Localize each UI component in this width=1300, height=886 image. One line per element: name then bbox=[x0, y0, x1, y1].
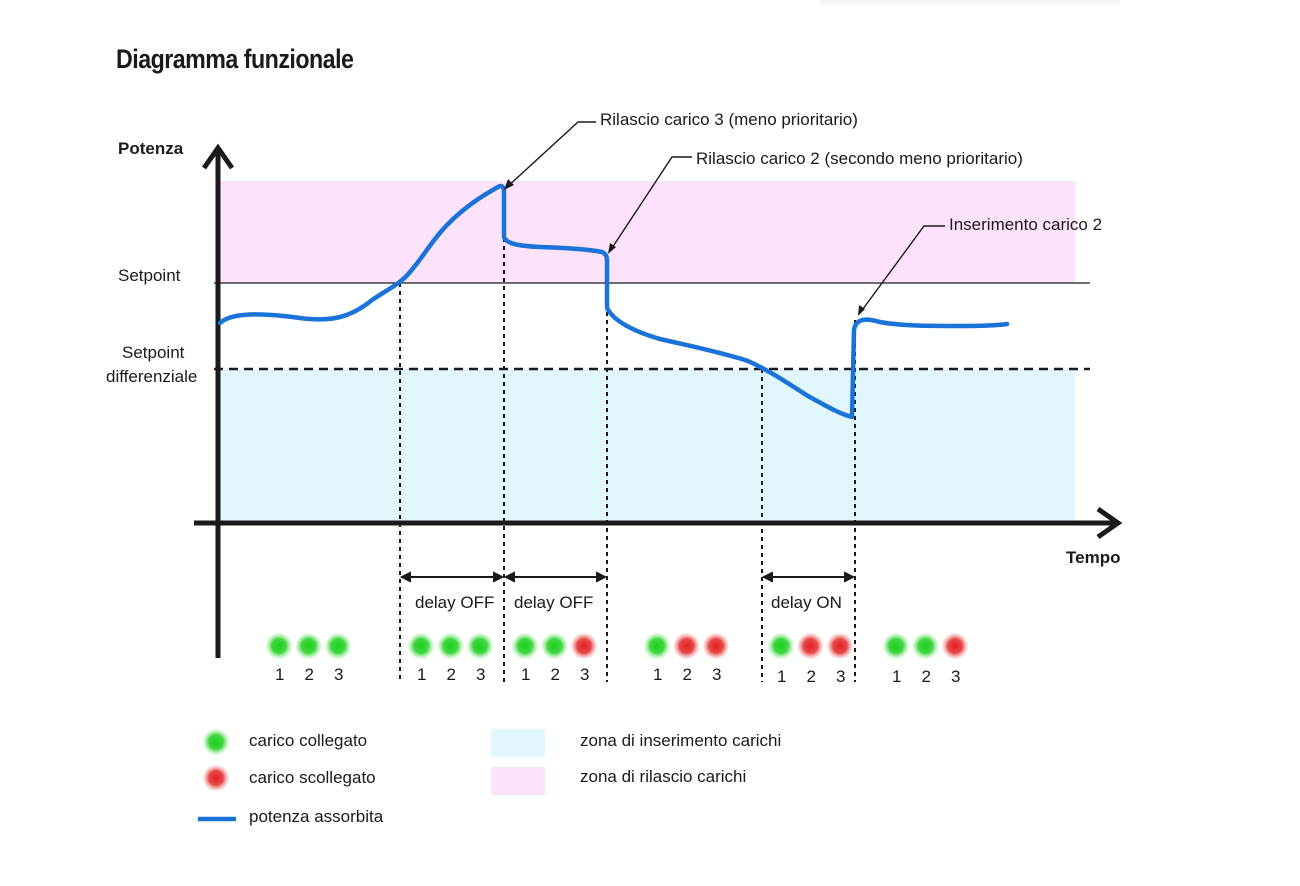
load-connected-dot bbox=[408, 633, 434, 659]
diagram-title: Diagramma funzionale bbox=[116, 44, 354, 74]
setpoint-diff-label: Setpoint bbox=[122, 343, 185, 362]
load-connected-dot bbox=[512, 633, 538, 659]
top-shadow bbox=[820, 0, 1120, 8]
legend-power-text: potenza assorbita bbox=[249, 807, 384, 826]
annotation-release-3: Rilascio carico 3 (meno prioritario) bbox=[600, 110, 858, 129]
load-connected-dot bbox=[768, 633, 794, 659]
delay-label: delay OFF bbox=[415, 593, 494, 612]
release-zone bbox=[220, 181, 1075, 283]
load-number: 2 bbox=[447, 665, 456, 684]
power-curve bbox=[217, 183, 1010, 420]
legend-insert-text: zona di inserimento carichi bbox=[580, 731, 782, 750]
annotation-leaders bbox=[505, 121, 945, 314]
load-number: 2 bbox=[305, 665, 314, 684]
load-number: 2 bbox=[683, 665, 692, 684]
load-group: 1 2 3 bbox=[883, 633, 968, 686]
load-number: 3 bbox=[836, 667, 845, 686]
load-groups: 1 2 3 1 2 3 1 2 3 1 2 3 1 2 3 1 2 3 bbox=[266, 633, 968, 686]
load-number: 2 bbox=[551, 665, 560, 684]
y-axis-arrowhead bbox=[201, 143, 235, 170]
load-connected-dot bbox=[295, 633, 322, 659]
x-axis-label: Tempo bbox=[1066, 548, 1120, 567]
legend-connected-dot bbox=[203, 729, 229, 755]
load-disconnected-dot bbox=[942, 633, 968, 659]
load-number: 1 bbox=[892, 667, 901, 686]
load-number: 2 bbox=[922, 667, 931, 686]
load-connected-dot bbox=[912, 633, 939, 659]
annotation-arrowheads bbox=[504, 179, 865, 316]
load-disconnected-dot bbox=[673, 633, 700, 659]
load-number: 3 bbox=[476, 665, 485, 684]
setpoint-diff-label: differenziale bbox=[106, 367, 197, 386]
event-lines bbox=[399, 190, 856, 682]
x-axis-arrowhead bbox=[1096, 506, 1123, 540]
load-connected-dot bbox=[644, 633, 670, 659]
load-number: 3 bbox=[712, 665, 721, 684]
load-disconnected-dot bbox=[571, 633, 597, 659]
load-connected-dot bbox=[437, 633, 464, 659]
y-axis-label: Potenza bbox=[118, 139, 184, 158]
legend-disconnected-text: carico scollegato bbox=[249, 768, 376, 787]
delay-label: delay ON bbox=[771, 593, 842, 612]
load-disconnected-dot bbox=[703, 633, 729, 659]
load-number: 1 bbox=[275, 665, 284, 684]
load-disconnected-dot bbox=[797, 633, 824, 659]
load-group: 1 2 3 bbox=[266, 633, 351, 684]
load-group: 1 2 3 bbox=[768, 633, 853, 686]
delay-label: delay OFF bbox=[514, 593, 593, 612]
load-connected-dot bbox=[266, 633, 292, 659]
load-number: 3 bbox=[580, 665, 589, 684]
load-number: 1 bbox=[777, 667, 786, 686]
load-group: 1 2 3 bbox=[408, 633, 493, 684]
setpoint-label: Setpoint bbox=[118, 266, 181, 285]
load-connected-dot bbox=[467, 633, 493, 659]
load-number: 2 bbox=[807, 667, 816, 686]
load-number: 1 bbox=[653, 665, 662, 684]
legend-connected-text: carico collegato bbox=[249, 731, 368, 750]
load-connected-dot bbox=[883, 633, 909, 659]
load-number: 3 bbox=[334, 665, 343, 684]
delay-arrows bbox=[399, 571, 856, 583]
load-number: 1 bbox=[417, 665, 426, 684]
annotation-release-2: Rilascio carico 2 (secondo meno priorita… bbox=[696, 149, 1023, 168]
legend-disconnected-dot bbox=[203, 765, 229, 791]
insert-zone bbox=[220, 369, 1075, 522]
legend-release-swatch bbox=[491, 767, 545, 795]
load-disconnected-dot bbox=[827, 633, 853, 659]
load-group: 1 2 3 bbox=[512, 633, 597, 684]
annotation-insert-2: Inserimento carico 2 bbox=[949, 215, 1102, 234]
legend-insert-swatch bbox=[491, 729, 545, 757]
load-number: 1 bbox=[521, 665, 530, 684]
load-number: 3 bbox=[951, 667, 960, 686]
load-connected-dot bbox=[325, 633, 351, 659]
load-group: 1 2 3 bbox=[644, 633, 729, 684]
load-connected-dot bbox=[541, 633, 568, 659]
legend-release-text: zona di rilascio carichi bbox=[580, 767, 747, 786]
